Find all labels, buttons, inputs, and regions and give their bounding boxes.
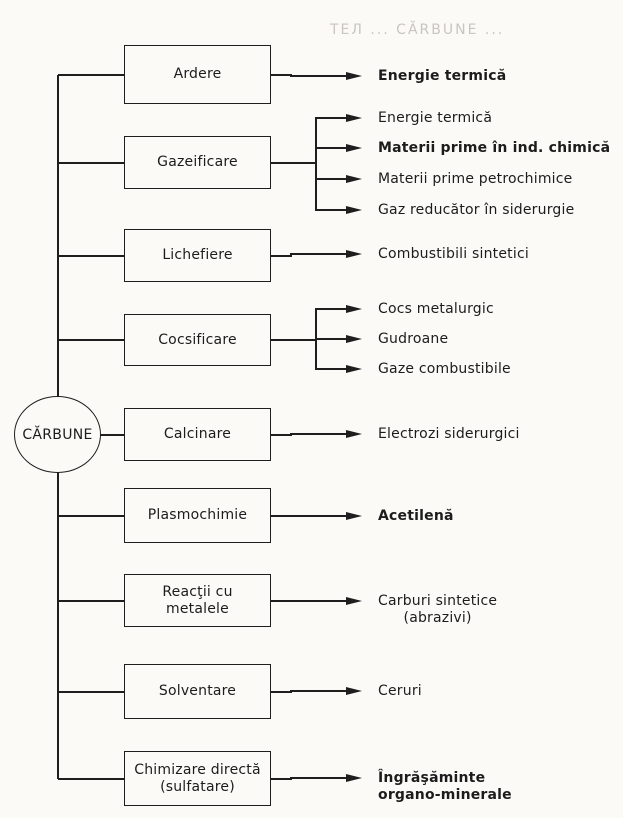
output-product: Gaze combustibile xyxy=(378,361,511,378)
root-node-carbune: CĂRBUNE xyxy=(14,396,101,473)
output-product-label: Carburi sintetice xyxy=(378,593,498,609)
output-product-label: (abrazivi) xyxy=(403,610,472,626)
branch-line-gazeificare xyxy=(58,162,124,164)
output-product-label: Îngrăşăminte xyxy=(378,770,486,786)
process-box-ardere: Ardere xyxy=(124,45,271,104)
arrow-icon xyxy=(346,597,362,605)
process-box-calcinare: Calcinare xyxy=(124,408,271,461)
output-product: Carburi sintetice(abrazivi) xyxy=(378,593,497,627)
process-label: Chimizare directă xyxy=(134,761,261,778)
output-line-gazeificare xyxy=(316,147,346,149)
output-product: Ceruri xyxy=(378,683,422,700)
output-line-lichefiere xyxy=(291,253,346,255)
process-label: Plasmochimie xyxy=(147,507,248,523)
output-product: Gudroane xyxy=(378,331,448,348)
process-box-cocsificare: Cocsificare xyxy=(124,314,271,366)
output-line-cocsificare xyxy=(316,308,346,310)
output-product-label: organo-minerale xyxy=(378,787,512,803)
output-product-label: Combustibili sintetici xyxy=(378,245,529,262)
output-product-label: Gaz reducător în siderurgie xyxy=(378,201,575,218)
arrow-icon xyxy=(346,114,362,122)
process-box-plasmochimie: Plasmochimie xyxy=(124,488,271,543)
branch-line-plasmochimie xyxy=(58,515,124,517)
arrow-icon xyxy=(346,335,362,343)
arrow-icon xyxy=(346,365,362,373)
output-line-chimizare-directa xyxy=(271,778,291,780)
output-line-calcinare xyxy=(271,434,291,436)
process-box-lichefiere: Lichefiere xyxy=(124,229,271,282)
output-line-lichefiere xyxy=(271,255,291,257)
process-label: Ardere xyxy=(173,66,222,82)
output-line-plasmochimie xyxy=(271,515,346,517)
process-box-gazeificare: Gazeificare xyxy=(124,136,271,189)
output-line-cocsificare xyxy=(316,368,346,370)
output-product: Materii prime în ind. chimică xyxy=(378,140,610,157)
arrow-icon xyxy=(346,430,362,438)
output-product: Electrozi siderurgici xyxy=(378,426,520,443)
output-product-label: Electrozi siderurgici xyxy=(378,425,520,442)
arrow-icon xyxy=(346,305,362,313)
process-label: Gazeificare xyxy=(157,154,238,170)
output-product-label: Ceruri xyxy=(378,682,422,699)
output-product: Acetilenă xyxy=(378,508,454,525)
output-product: Combustibili sintetici xyxy=(378,246,529,263)
output-line-cocsificare xyxy=(316,338,346,340)
root-node-label: CĂRBUNE xyxy=(22,426,93,443)
output-bus-gazeificare xyxy=(315,117,317,211)
output-product-label: Materii prime petrochimice xyxy=(378,170,573,187)
faint-page-header: ТЕЛ ... CĂRBUNE ... xyxy=(330,22,505,38)
branch-line-cocsificare xyxy=(58,339,124,341)
branch-line-lichefiere xyxy=(58,255,124,257)
output-product: Gaz reducător în siderurgie xyxy=(378,202,574,219)
output-product-label: Gudroane xyxy=(378,330,449,347)
output-line-cocsificare xyxy=(271,339,316,341)
process-label: Cocsificare xyxy=(158,331,237,348)
output-line-ardere xyxy=(291,75,346,77)
arrow-icon xyxy=(346,512,362,520)
output-product: Energie termică xyxy=(378,68,506,85)
arrow-icon xyxy=(346,72,362,80)
process-label: metalele xyxy=(166,600,229,617)
output-product: Energie termică xyxy=(378,110,492,127)
output-line-lichefiere xyxy=(290,253,292,257)
process-label: Lichefiere xyxy=(162,247,233,263)
output-product: Materii prime petrochimice xyxy=(378,171,572,188)
process-box-chimizare-directa: Chimizare directă(sulfatare) xyxy=(124,751,271,806)
branch-line-ardere xyxy=(58,74,124,76)
output-product-label: Gaze combustibile xyxy=(378,360,511,377)
branch-line-solventare xyxy=(58,691,124,693)
output-line-gazeificare xyxy=(316,178,346,180)
output-line-solventare xyxy=(271,691,291,693)
output-line-ardere xyxy=(271,74,291,76)
process-label: Reacţii cu xyxy=(162,583,233,600)
arrow-icon xyxy=(346,250,362,258)
output-product-label: Cocs metalurgic xyxy=(378,300,494,317)
branch-line-chimizare-directa xyxy=(58,778,124,780)
output-line-gazeificare xyxy=(271,162,316,164)
arrow-icon xyxy=(346,774,362,782)
output-line-calcinare xyxy=(291,433,346,435)
process-label: Calcinare xyxy=(163,426,232,442)
arrow-icon xyxy=(346,175,362,183)
arrow-icon xyxy=(346,206,362,214)
arrow-icon xyxy=(346,144,362,152)
process-box-solventare: Solventare xyxy=(124,664,271,719)
output-line-chimizare-directa xyxy=(291,777,346,779)
process-label: Solventare xyxy=(158,683,237,699)
branch-line-reactii-cu-metalele xyxy=(58,600,124,602)
output-product-label: Acetilenă xyxy=(378,507,454,524)
output-product-label: Materii prime în ind. chimică xyxy=(378,139,611,156)
output-product-label: Energie termică xyxy=(378,67,507,84)
output-line-gazeificare xyxy=(316,117,346,119)
process-label: (sulfatare) xyxy=(160,778,235,795)
output-line-reactii-cu-metalele xyxy=(271,600,346,602)
output-product: Cocs metalurgic xyxy=(378,301,494,318)
output-product-label: Energie termică xyxy=(378,109,493,126)
output-line-gazeificare xyxy=(316,209,346,211)
output-line-solventare xyxy=(291,690,346,692)
arrow-icon xyxy=(346,687,362,695)
